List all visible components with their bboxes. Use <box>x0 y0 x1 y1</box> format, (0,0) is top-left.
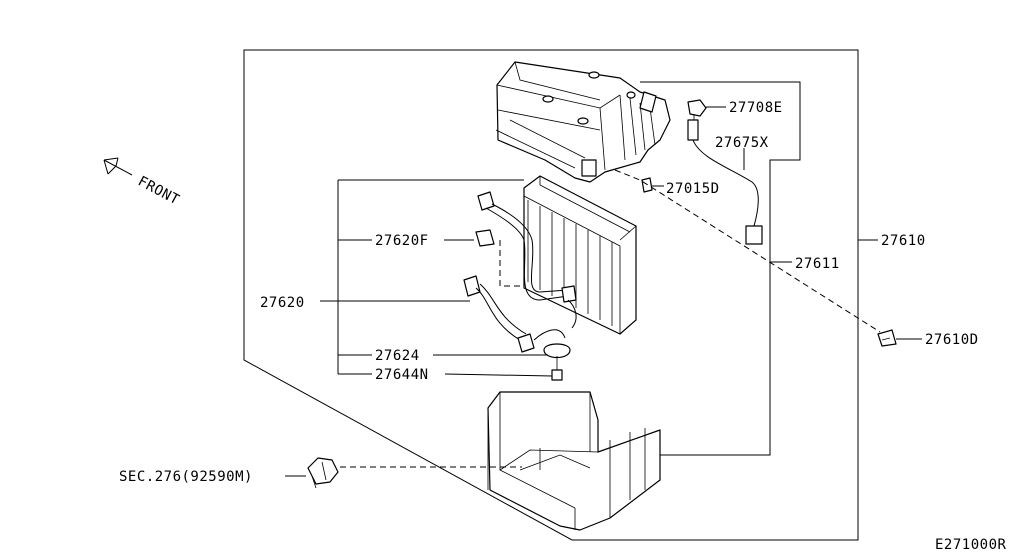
upper-housing <box>495 61 671 183</box>
label-27708e: 27708E <box>729 100 783 116</box>
block-27620f <box>475 229 495 247</box>
label-27675x: 27675X <box>715 135 769 151</box>
label-27620f: 27620F <box>375 233 429 249</box>
leader-27644n <box>444 373 553 377</box>
front-label: FRONT <box>135 173 182 208</box>
lower-housing <box>487 391 661 531</box>
label-27015d: 27015D <box>666 181 720 197</box>
harness-27675x <box>687 119 763 245</box>
pipe-assembly <box>463 191 577 381</box>
drain-fitting <box>307 457 339 489</box>
label-27620: 27620 <box>260 295 305 311</box>
label-27644n: 27644N <box>375 367 429 383</box>
assembly-border <box>243 49 859 541</box>
label-27624: 27624 <box>375 348 420 364</box>
label-27611: 27611 <box>795 256 840 272</box>
screw-27610d <box>877 329 897 347</box>
leader-27611-upper <box>640 81 801 456</box>
bracket-left <box>337 179 524 375</box>
label-27610: 27610 <box>881 233 926 249</box>
front-arrow-icon <box>103 157 133 176</box>
reference-code: E271000R <box>935 537 1007 553</box>
evaporator-core <box>523 175 637 335</box>
label-sec276: SEC.276(92590M) <box>119 469 253 485</box>
label-27610d: 27610D <box>925 332 979 348</box>
dashed-ref-27610d <box>614 169 881 333</box>
dashed-27620f <box>499 240 522 287</box>
